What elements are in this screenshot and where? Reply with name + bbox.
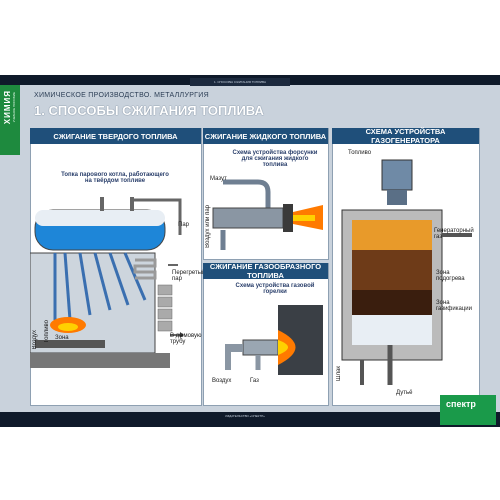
top-tab: 1. СПОСОБЫ СЖИГАНИЯ ТОПЛИВА (190, 78, 290, 86)
label-air-gas: Воздух (212, 378, 232, 384)
gas-generator-header: СХЕМА УСТРОЙСТВА ГАЗОГЕНЕРАТОРА (332, 127, 479, 145)
side-sublabel: УЧЕБНОЕ ПОСОБИЕ (12, 92, 16, 123)
solid-fuel-caption: Топка парового котла, работающего на твё… (61, 172, 169, 184)
liquid-fuel-header: СЖИГАНИЕ ЖИДКОГО ТОПЛИВА (203, 128, 328, 144)
boiler-diagram (30, 197, 184, 368)
gas-fuel-header: СЖИГАНИЕ ГАЗООБРАЗНОГО ТОПЛИВА (203, 262, 328, 280)
label-gas: Газ (250, 378, 259, 384)
label-fuel-gen: Топливо (348, 150, 372, 156)
gas-fuel-caption: Схема устройства газовой горелки (235, 283, 315, 295)
page-title: 1. СПОСОБЫ СЖИГАНИЯ ТОПЛИВА (34, 103, 264, 118)
label-superheated: Перегретый пар (172, 270, 206, 282)
label-mazut: Мазут (210, 176, 227, 182)
label-chimney: В дымовую трубу (170, 333, 202, 345)
label-slag: Шлак (336, 366, 342, 381)
page-subtitle: ХИМИЧЕСКОЕ ПРОИЗВОДСТВО. МЕТАЛЛУРГИЯ (34, 92, 209, 99)
label-air-solid: Воздух (32, 330, 38, 350)
label-air-or-steam: Воздух или пар (205, 205, 211, 248)
label-zone: Зона (55, 335, 69, 341)
burner-diagram (212, 179, 323, 250)
label-gen-gas: Генераторный газ (434, 228, 474, 240)
bottom-strip (0, 412, 500, 427)
gas-generator-diagram (341, 159, 472, 385)
label-fuel-solid: Топливо (44, 320, 50, 344)
label-zone-heat: Зона подогрева (436, 270, 465, 282)
side-tab (0, 85, 20, 155)
bottom-tab: ИЗДАТЕЛЬСТВО «СПЕКТР» (225, 414, 265, 418)
label-steam: Пар (178, 222, 189, 228)
label-zone-gas: Зона газификации (436, 300, 472, 312)
gas-burner-diagram (225, 305, 323, 375)
logo-text: спектр (446, 399, 476, 409)
publisher-logo: спектр (440, 395, 496, 425)
label-blast: Дутьё (396, 390, 413, 396)
liquid-fuel-caption: Схема устройства форсунки для сжигания ж… (232, 150, 318, 168)
solid-fuel-header: СЖИГАНИЕ ТВЕРДОГО ТОПЛИВА (30, 128, 201, 144)
